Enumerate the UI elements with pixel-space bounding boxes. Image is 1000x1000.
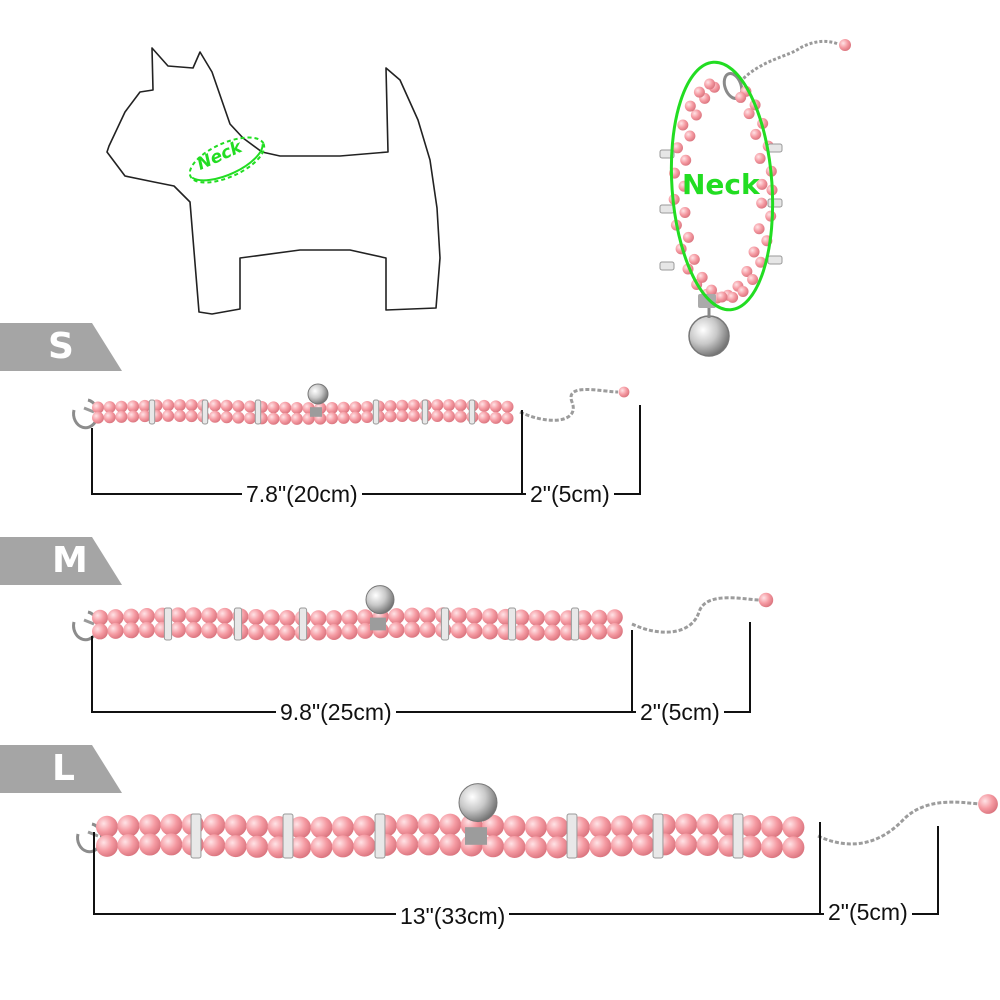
- extender-length-s: 2"(5cm): [526, 481, 614, 507]
- collar-loop-illustration: [659, 39, 851, 357]
- size-tab-m-bg: [0, 537, 122, 585]
- size-tab-s-bg: [0, 323, 122, 371]
- dog-outline-icon: [106, 47, 441, 315]
- size-letter: S: [48, 326, 74, 367]
- extender-length-m: 2"(5cm): [636, 699, 724, 725]
- main-length-s: 7.8"(20cm): [242, 481, 362, 507]
- size-tab-m: M: [0, 537, 122, 585]
- main-length-m: 9.8"(25cm): [276, 699, 396, 725]
- bracelet-m: [72, 585, 774, 642]
- collar-neck-label: Neck: [682, 168, 760, 201]
- main-length-l: 13"(33cm): [396, 903, 510, 929]
- size-tab-s: S: [0, 323, 122, 371]
- size-letter: L: [52, 748, 75, 789]
- size-tab-l-bg: [0, 745, 122, 793]
- extender-length-l: 2"(5cm): [824, 899, 912, 925]
- size-tab-l: L: [0, 745, 122, 793]
- bracelet-l: [76, 783, 998, 859]
- size-letter: M: [52, 540, 88, 581]
- bracelet-s: [72, 383, 630, 430]
